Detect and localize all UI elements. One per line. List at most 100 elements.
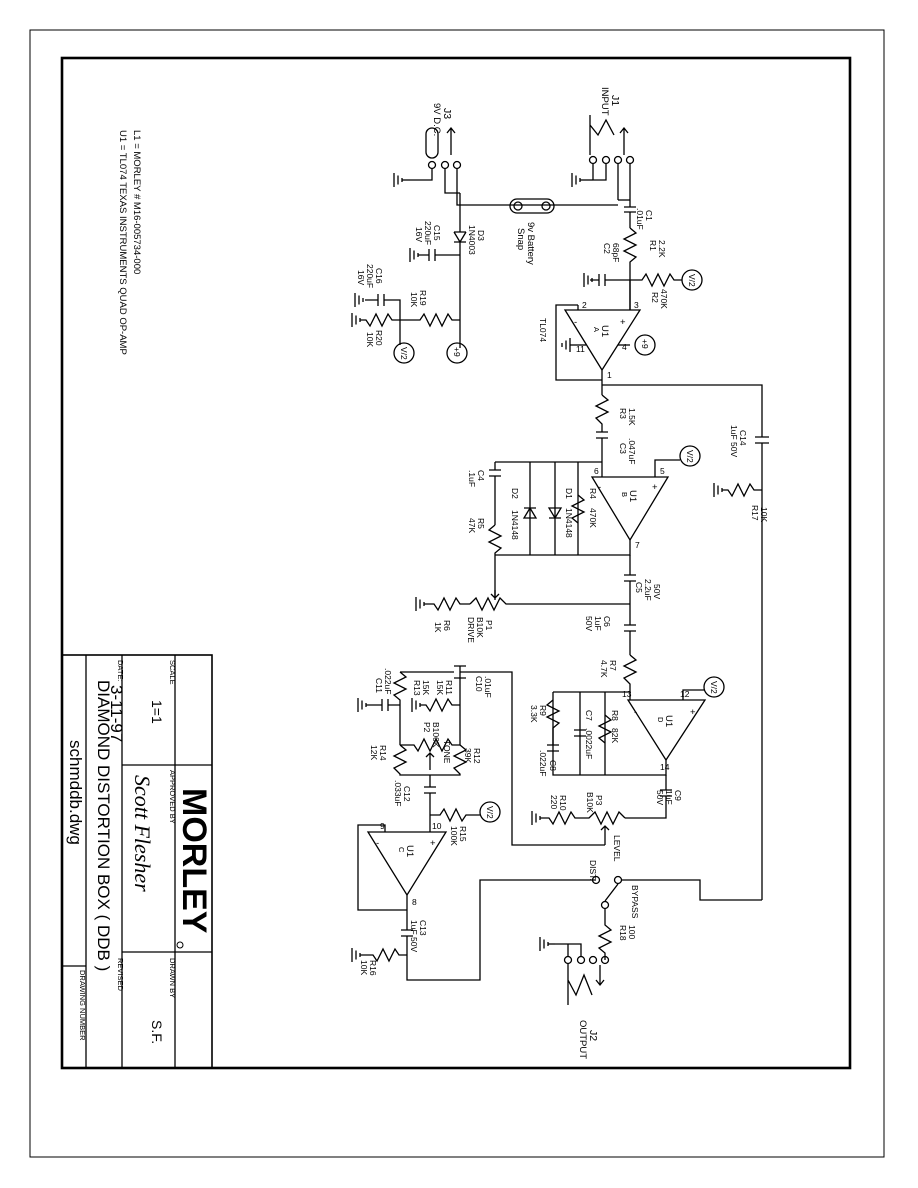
- svg-text:B: B: [620, 492, 629, 497]
- c9-label: C9: [673, 790, 683, 801]
- r13-value: 15K: [421, 680, 431, 695]
- c10-label: C10: [474, 676, 484, 692]
- plus9-ref-2-icon: [634, 334, 656, 356]
- r6-value: 1K: [433, 622, 443, 633]
- r5-value: 47K: [467, 518, 477, 533]
- r12-value: 39K: [463, 748, 473, 763]
- r10-value: 220: [549, 795, 559, 809]
- svg-text:-: -: [598, 482, 601, 493]
- date-label: DATE:: [116, 660, 125, 682]
- r4-value: 470K: [588, 508, 598, 528]
- c16-label: C16: [374, 268, 384, 284]
- c7-value: .0022uF: [584, 728, 594, 759]
- tl074-label: TL074: [538, 318, 548, 342]
- u1c-label: U1: [404, 845, 415, 857]
- p3-value: B10K: [585, 792, 595, 813]
- svg-text:11: 11: [576, 344, 585, 354]
- svg-text:+: +: [652, 482, 658, 493]
- p2-potentiometer-symbol: [400, 737, 460, 753]
- c2-value: 68pF: [611, 243, 621, 262]
- c4-value: .1uF: [467, 470, 477, 487]
- drawing-number-label: DRAWING NUMBER: [78, 970, 87, 1041]
- notes: U1 = TL074 TEXAS INSTRUMENTS QUAD OP-AMP…: [117, 130, 142, 355]
- svg-text:V/2: V/2: [485, 806, 495, 819]
- r9-value: 3.3K: [529, 705, 539, 723]
- c5-value: 2.2uF: [643, 579, 653, 601]
- svg-text:V/2: V/2: [399, 347, 409, 360]
- r18-value: 100: [627, 925, 637, 939]
- j1-jack-symbol: [589, 115, 615, 155]
- dist-label: DIST.: [588, 860, 598, 881]
- c14-value: 1uF 50V: [729, 425, 739, 457]
- battery-label: 9v Battery: [525, 222, 536, 265]
- r16-value: 10K: [359, 960, 369, 975]
- r17-label: R17: [750, 505, 760, 521]
- r14-value: 12K: [369, 745, 379, 760]
- c5-rating: 50V: [652, 584, 662, 599]
- svg-text:V/2: V/2: [709, 681, 719, 694]
- svg-text:+9: +9: [452, 347, 462, 357]
- u1b-opamp-symbol: [590, 476, 670, 542]
- d3-value: 1N4003: [467, 225, 477, 255]
- svg-text:+: +: [690, 707, 696, 718]
- r7-value: 4.7K: [599, 660, 609, 678]
- r13-label: R13: [412, 680, 422, 696]
- svg-text:6: 6: [594, 466, 599, 476]
- c8-value: .022uF: [538, 750, 548, 776]
- c9-rating: 50V: [655, 790, 665, 805]
- c6-rating: 50V: [584, 616, 594, 631]
- svg-text:7: 7: [635, 540, 640, 550]
- c2-label: C2: [602, 243, 612, 254]
- r5-label: R5: [476, 518, 486, 529]
- u1a-opamp-symbol: [563, 309, 642, 372]
- u1d-label: U1: [663, 715, 674, 727]
- j2-jack-symbol: [595, 965, 605, 987]
- r1-value: 2.2K: [657, 240, 667, 258]
- tone-label: TONE: [442, 740, 452, 764]
- svg-text:D: D: [656, 717, 665, 723]
- plus9-ref-1-icon: [446, 342, 468, 364]
- r18-label: R18: [618, 925, 628, 941]
- file-name: schmddb.dwg: [66, 740, 85, 845]
- j3-label: J3: [441, 108, 453, 119]
- r8-value: 82K: [610, 728, 620, 743]
- c16-rating: 16V: [356, 270, 366, 285]
- svg-text:-: -: [634, 707, 637, 718]
- j3-sublabel: 9V D.C.: [431, 103, 442, 136]
- c11-value: .022uF: [383, 668, 393, 694]
- svg-text:9: 9: [380, 821, 385, 831]
- j2-label: J2: [587, 1030, 599, 1041]
- d2-value: 1N4148: [510, 510, 520, 540]
- scale-value: 1=1: [149, 700, 165, 724]
- c13-label: C13: [418, 920, 428, 936]
- c1-value: .01uF: [635, 208, 645, 230]
- j2-sublabel: OUTPUT: [577, 1020, 588, 1059]
- d2-diode-symbol: [522, 506, 538, 519]
- svg-text:4: 4: [622, 342, 627, 352]
- c13-value: 1uF 50V: [409, 920, 419, 952]
- d2-label: D2: [510, 488, 520, 499]
- svg-text:14: 14: [660, 762, 670, 772]
- vhalf-ref-2-icon: [393, 342, 415, 364]
- r14-label: R14: [378, 745, 388, 761]
- r4-label: R4: [588, 488, 598, 499]
- r20-label: R20: [374, 330, 384, 346]
- svg-text:V/2: V/2: [685, 450, 695, 463]
- drawing-frame: [60, 56, 852, 1070]
- j1-sublabel: INPUT: [599, 87, 610, 116]
- r15-label: R15: [458, 826, 468, 842]
- svg-text:5: 5: [660, 466, 665, 476]
- p3-potentiometer-symbol: [585, 810, 626, 826]
- p3-label: P3: [594, 795, 604, 806]
- p1-value: B10K: [475, 617, 485, 638]
- j1-ground-icon: [571, 172, 581, 188]
- note-l1: L1 = MORLEY # M16-005734-000: [131, 130, 142, 274]
- u1a-label: U1: [599, 325, 610, 337]
- c15-value: 220uF: [423, 221, 433, 245]
- c5-label: C5: [634, 582, 644, 593]
- c6-label: C6: [602, 616, 612, 627]
